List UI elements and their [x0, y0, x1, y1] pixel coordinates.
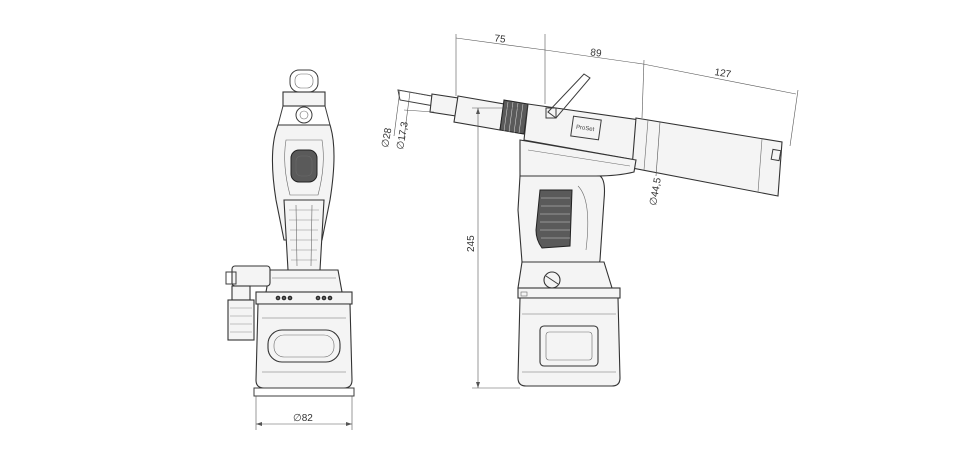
dimension-cylinder-diameter: ∅44,5 [648, 121, 664, 207]
nose-inner-diameter-label: ∅17,3 [395, 120, 411, 150]
dimension-base-diameter: ∅82 [255, 396, 353, 430]
front-view [225, 69, 355, 397]
cylinder-diameter-label: ∅44,5 [648, 176, 664, 206]
dimension-nose-diameters: ∅28 ∅17,3 [380, 89, 435, 151]
barrel-offset-label: 75 [494, 33, 507, 45]
dimension-top-lengths: 75 89 127 [455, 33, 799, 147]
overall-height-label: 245 [466, 235, 477, 252]
base-diameter-label: ∅82 [293, 413, 313, 424]
mid-length-label: 89 [590, 47, 603, 59]
nose-outer-diameter-label: ∅28 [380, 127, 394, 149]
brand-plate-text: ProSet [576, 125, 595, 134]
tail-length-label: 127 [714, 67, 733, 81]
side-view: ProSet [397, 73, 783, 387]
dimension-overall-height: 245 [466, 107, 520, 389]
